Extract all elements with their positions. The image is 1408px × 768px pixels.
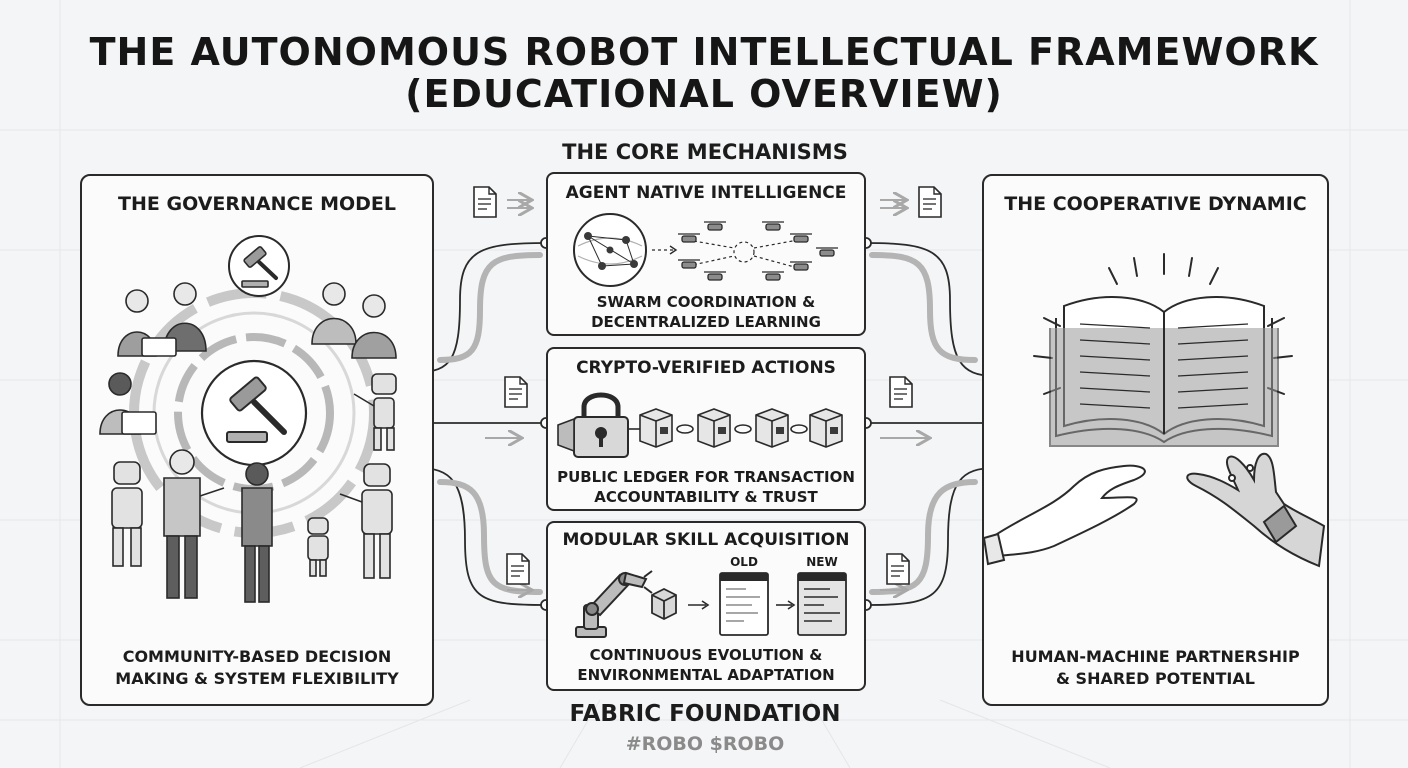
document-icon xyxy=(918,186,942,218)
core-mechanisms-heading: THE CORE MECHANISMS xyxy=(562,140,848,164)
padlock-icon xyxy=(573,392,629,458)
cooperative-caption-line1: HUMAN-MACHINE PARTNERSHIP xyxy=(1011,647,1300,666)
agent-intelligence-caption-line1: SWARM COORDINATION & xyxy=(596,293,816,311)
open-book-icon xyxy=(1049,296,1279,447)
ledger-illustration xyxy=(557,392,843,458)
crypto-actions-caption-line1: PUBLIC LEDGER FOR TRANSACTION xyxy=(557,468,855,486)
cooperative-caption-line2: & SHARED POTENTIAL xyxy=(1056,669,1255,688)
agent-intelligence-title: AGENT NATIVE INTELLIGENCE xyxy=(565,183,847,203)
hashtags-label: #ROBO $ROBO xyxy=(625,733,785,755)
robot-arm-icon xyxy=(575,570,653,638)
document-icon xyxy=(506,553,530,585)
crypto-actions-title: CRYPTO-VERIFIED ACTIONS xyxy=(576,358,836,378)
governance-caption-line1: COMMUNITY-BASED DECISION xyxy=(122,647,392,666)
agent-intelligence-caption-line2: DECENTRALIZED LEARNING xyxy=(591,313,821,331)
governance-illustration xyxy=(99,235,397,603)
swarm-illustration xyxy=(573,213,838,287)
skill-acquisition-caption-line1: CONTINUOUS EVOLUTION & xyxy=(589,646,823,664)
robot-hand-icon xyxy=(1186,452,1326,568)
mechanism-card-crypto-actions: CRYPTO-VERIFIED ACTIONS PU xyxy=(546,347,866,511)
new-code-label: NEW xyxy=(806,555,838,569)
crypto-actions-caption-line2: ACCOUNTABILITY & TRUST xyxy=(594,488,818,506)
document-icon xyxy=(473,186,497,218)
gavel-icon xyxy=(226,376,287,443)
gavel-icon-small xyxy=(241,246,278,288)
cooperative-panel: THE COOPERATIVE DYNAMIC xyxy=(982,174,1329,706)
skill-acquisition-title: MODULAR SKILL ACQUISITION xyxy=(562,530,850,550)
fabric-foundation-label: FABRIC FOUNDATION xyxy=(569,701,841,727)
document-icon xyxy=(504,376,528,408)
mechanism-card-skill-acquisition: MODULAR SKILL ACQUISITION xyxy=(546,521,866,691)
governance-title: THE GOVERNANCE MODEL xyxy=(118,193,396,215)
drone-icon xyxy=(584,232,638,270)
governance-panel: THE GOVERNANCE MODEL xyxy=(80,174,434,706)
human-hand-icon xyxy=(982,464,1146,566)
skill-acquisition-caption-line2: ENVIRONMENTAL ADAPTATION xyxy=(577,666,835,684)
cooperative-title: THE COOPERATIVE DYNAMIC xyxy=(1004,193,1307,215)
main-title-line1: THE AUTONOMOUS ROBOT INTELLECTUAL FRAMEW… xyxy=(89,30,1319,74)
mechanism-card-agent-intelligence: AGENT NATIVE INTELLIGENCE xyxy=(546,172,866,336)
main-title-line2: (EDUCATIONAL OVERVIEW) xyxy=(405,72,1003,116)
old-code-label: OLD xyxy=(730,555,758,569)
skill-illustration xyxy=(575,570,847,638)
document-icon xyxy=(889,376,913,408)
governance-caption-line2: MAKING & SYSTEM FLEXIBILITY xyxy=(115,669,399,688)
cooperative-illustration xyxy=(982,253,1326,568)
document-icon xyxy=(886,553,910,585)
